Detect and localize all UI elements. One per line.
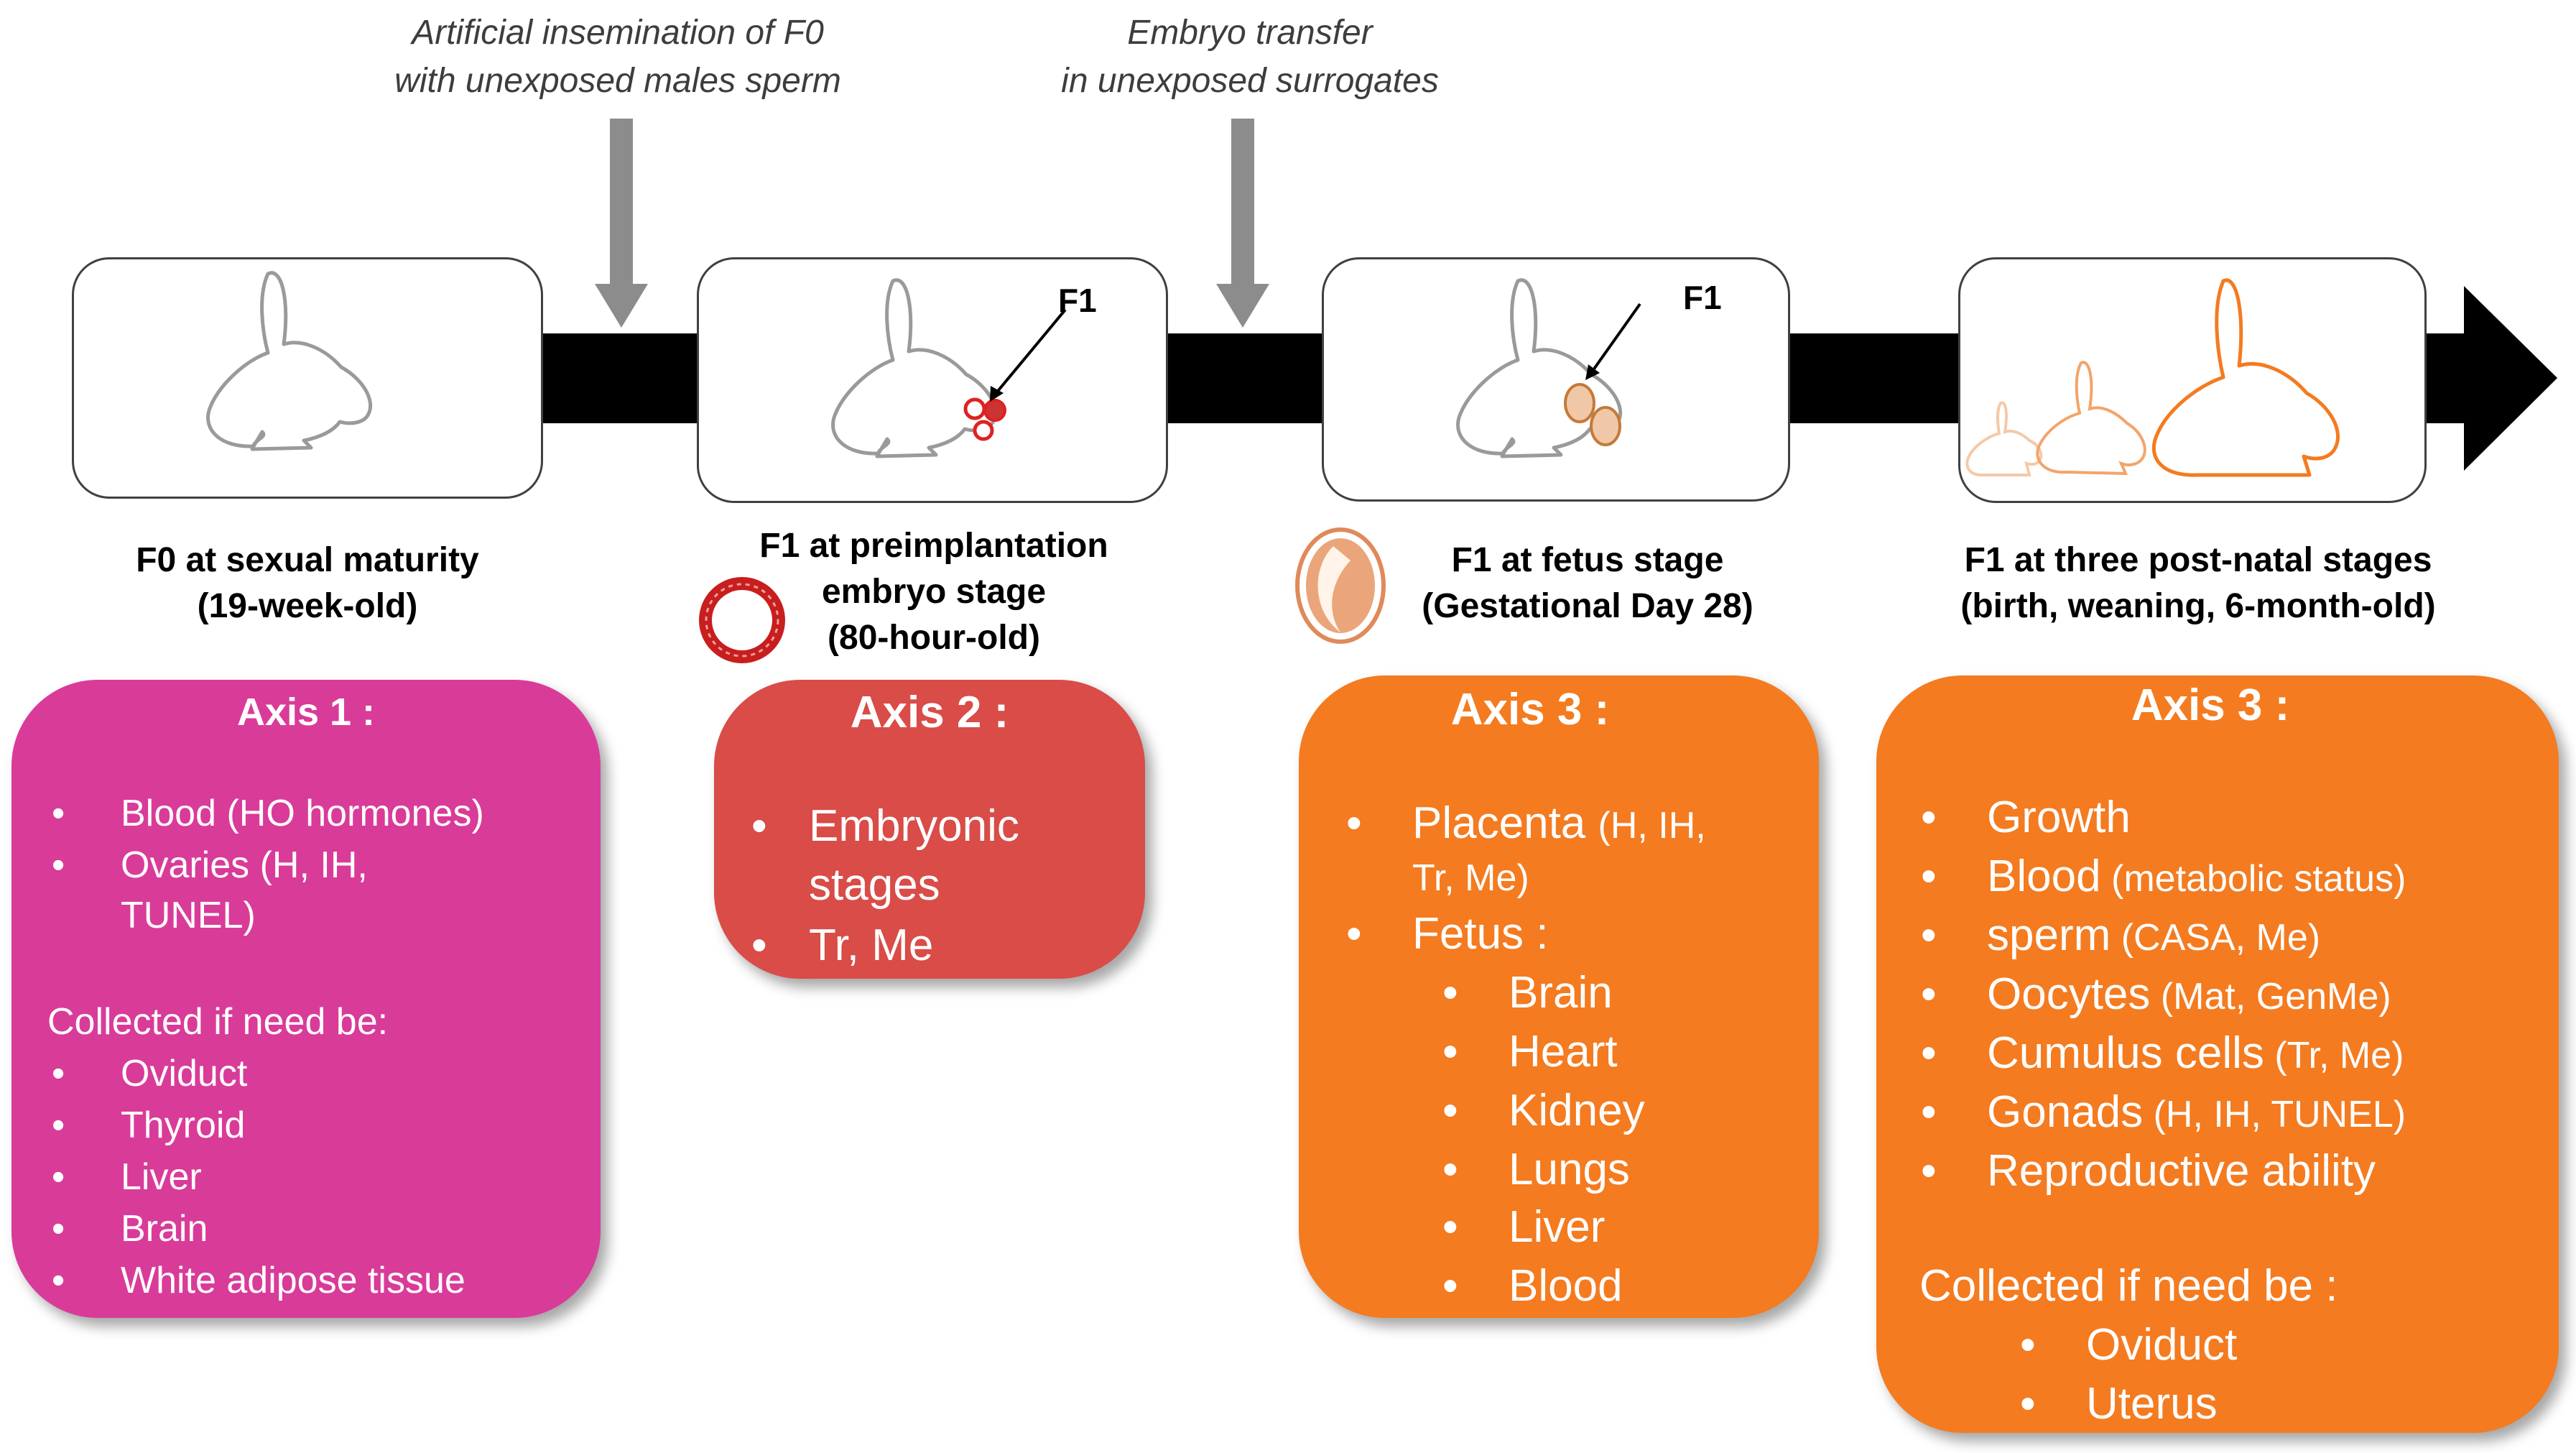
pointer-arrowhead — [1585, 364, 1600, 380]
axis3-fetus-placenta-cont: Tr, Me) — [1412, 857, 1529, 899]
axis3-postnatal-blood: Blood (metabolic status) — [1921, 851, 2406, 902]
blastocyst-icon — [699, 577, 785, 663]
axis1-collected-liver: Liver — [52, 1156, 202, 1199]
axis3-fetus-organ-kidney: Kidney — [1442, 1085, 1645, 1136]
pointer-arrowhead — [990, 386, 1004, 402]
axis3-postnatal-collected-heading: Collected if need be : — [1919, 1261, 2338, 1311]
panel-embryo: F1 — [697, 257, 1168, 503]
axis1-collected-brain: Brain — [52, 1207, 208, 1250]
axis1-collected-oviduct: Oviduct — [52, 1052, 247, 1095]
axis3-postnatal-gonads: Gonads (H, IH, TUNEL) — [1921, 1087, 2406, 1138]
axis3-postnatal-title: Axis 3 : — [2131, 681, 2290, 730]
axis2-title: Axis 2 : — [850, 688, 1009, 737]
stage-embryo-label: F1 at preimplantation embryo stage (80-h… — [759, 527, 1108, 657]
stage-f0-label: F0 at sexual maturity (19-week-old) — [136, 541, 479, 625]
axis3-fetus-box: Axis 3 : Placenta (H, IH, Tr, Me) Fetus … — [1299, 675, 1819, 1318]
axis3-postnatal-box: Axis 3 : Growth Blood (metabolic status)… — [1876, 675, 2559, 1433]
axis3-fetus-organ-lungs: Lungs — [1442, 1144, 1630, 1195]
axis1-collected-adipose: White adipose tissue — [52, 1259, 465, 1302]
pointer-arrow-line — [993, 308, 1067, 396]
axis3-fetus-organ-heart: Heart — [1442, 1026, 1618, 1077]
axis1-box: Axis 1 : Blood (HO hormones) Ovaries (H,… — [11, 680, 601, 1318]
fetus-icon — [1564, 383, 1621, 446]
embryo-icon — [963, 397, 1006, 441]
axis3-postnatal-sperm: sperm (CASA, Me) — [1921, 910, 2320, 961]
embryo-f1-label: F1 — [1058, 282, 1097, 319]
axis1-item-ovaries: Ovaries (H, IH, — [52, 844, 368, 887]
timeline-arrowhead — [2464, 286, 2557, 471]
panel-postnatal — [1958, 257, 2427, 503]
axis1-item-blood: Blood (HO hormones) — [52, 792, 484, 835]
axis3-fetus-organ-liver: Liver — [1442, 1201, 1605, 1253]
panel-f0 — [72, 257, 543, 499]
transfer-arrow — [1216, 119, 1269, 328]
axis3-fetus-title: Axis 3 : — [1450, 685, 1610, 734]
panel-fetus: F1 — [1322, 257, 1790, 502]
rabbit-icon — [206, 271, 373, 451]
stage-postnatal-label: F1 at three post-natal stages (birth, we… — [1960, 541, 2436, 625]
rabbit-icon — [1456, 278, 1641, 458]
axis3-postnatal-collected-uterus: Uterus — [2020, 1378, 2218, 1429]
axis3-postnatal-growth: Growth — [1921, 792, 2131, 843]
pointer-arrow-line — [1590, 303, 1641, 374]
insemination-note: Artificial insemination of F0 with unexp… — [394, 14, 841, 100]
axis3-fetus-organ-brain: Brain — [1442, 967, 1613, 1018]
axis1-collected-thyroid: Thyroid — [52, 1104, 245, 1147]
axis3-fetus-fetus: Fetus : — [1346, 908, 1549, 959]
axis3-fetus-placenta: Placenta (H, IH, — [1346, 798, 1706, 849]
rabbit-icon — [831, 278, 1067, 458]
axis3-postnatal-reproductive: Reproductive ability — [1921, 1145, 2376, 1196]
stage-fetus-label: F1 at fetus stage (Gestational Day 28) — [1422, 541, 1753, 625]
axis3-postnatal-cumulus: Cumulus cells (Tr, Me) — [1921, 1028, 2404, 1079]
insemination-arrow — [595, 119, 648, 328]
axis1-title: Axis 1 : — [236, 691, 376, 734]
fetus-f1-label: F1 — [1683, 279, 1722, 316]
axis3-postnatal-collected-oviduct: Oviduct — [2020, 1319, 2237, 1370]
rabbits-growth-icon — [1965, 278, 2340, 477]
axis1-collected-heading: Collected if need be: — [47, 1001, 389, 1043]
transfer-note: Embryo transfer in unexposed surrogates — [1061, 14, 1439, 100]
axis2-item-embryonic: Embryonic — [751, 801, 1019, 852]
axis3-postnatal-oocytes: Oocytes (Mat, GenMe) — [1921, 969, 2391, 1020]
axis2-item-stages: stages — [809, 860, 940, 910]
axis2-box: Axis 2 : Embryonic stages Tr, Me — [714, 680, 1145, 979]
fetus-icon — [1295, 527, 1386, 644]
axis2-item-trme: Tr, Me — [751, 920, 933, 971]
axis1-item-ovaries-cont: TUNEL) — [121, 895, 256, 936]
axis3-fetus-organ-blood: Blood — [1442, 1260, 1623, 1311]
